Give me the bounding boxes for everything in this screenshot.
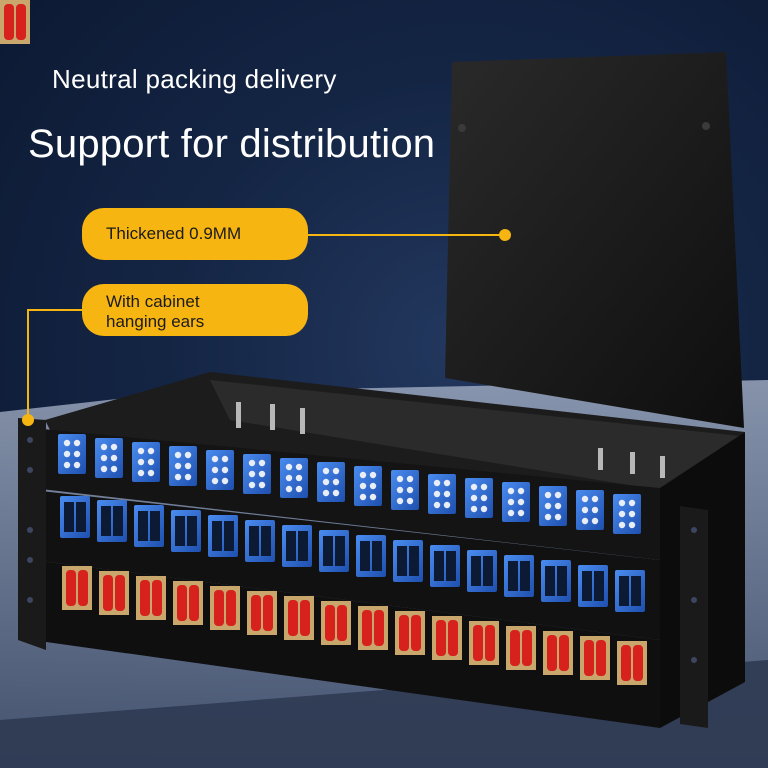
callout-ears-line2: hanging ears: [106, 312, 205, 331]
chassis-lid: [445, 52, 744, 428]
lid-screw-hole: [702, 122, 710, 130]
ear-holes: [27, 437, 697, 663]
fc-adapter: [0, 0, 30, 44]
callout-hanging-ears: With cabinet hanging ears: [82, 284, 308, 336]
chassis-inner-floor: [210, 380, 740, 490]
mounting-ear-left: [18, 418, 46, 650]
bottom-row-adapters: [0, 0, 647, 685]
headline-support-distribution: Support for distribution: [28, 122, 436, 166]
mounting-ear-right: [680, 506, 708, 728]
headline-neutral-packing: Neutral packing delivery: [52, 64, 337, 94]
callout-thickness: Thickened 0.9MM: [82, 208, 308, 260]
callout-ears-line1: With cabinet: [106, 292, 200, 311]
callout-dot-ears: [22, 414, 34, 426]
callout-leader-ears: [27, 309, 82, 418]
lid-screw-hole: [458, 124, 466, 132]
interior-bolts: [236, 402, 665, 478]
callout-thickness-label: Thickened 0.9MM: [106, 224, 242, 243]
callout-dot-thickness: [499, 229, 511, 241]
